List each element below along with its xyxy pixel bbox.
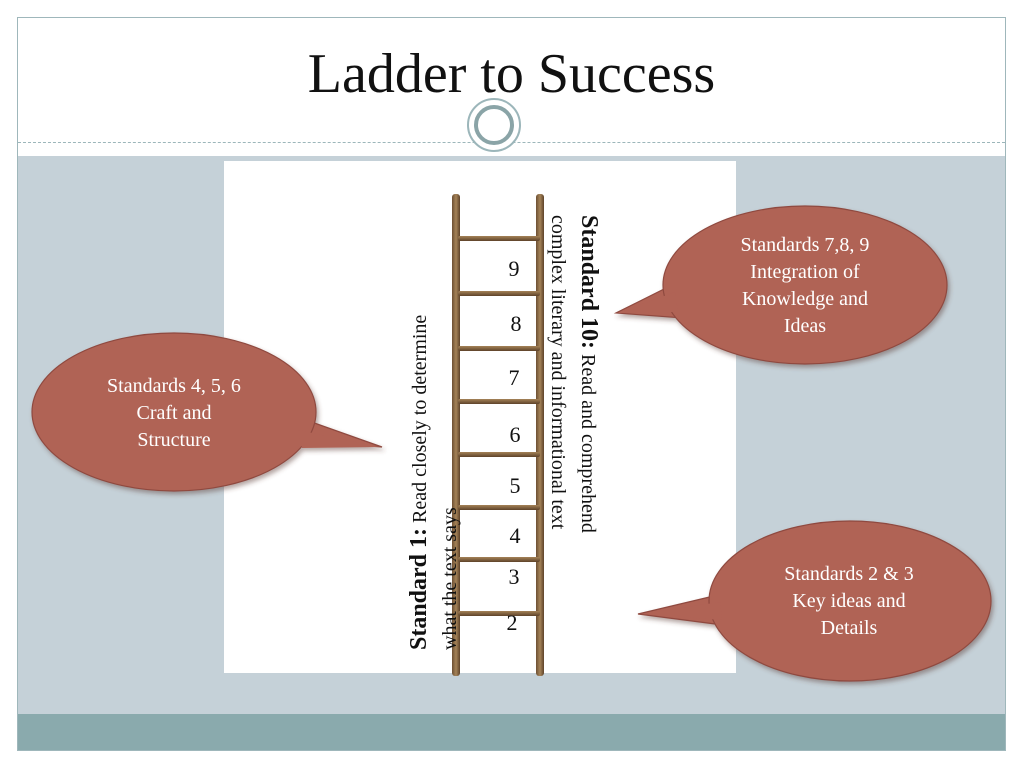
rung-number: 4 (509, 523, 521, 548)
callout-left-text: Standards 4, 5, 6 Craft and Structure (107, 375, 241, 451)
footer-band (18, 714, 1005, 750)
divider-band (18, 144, 1005, 156)
ladder-rung (458, 346, 540, 351)
ladder-rung (458, 291, 540, 296)
rung-number: 8 (510, 311, 522, 336)
callout-top-right-bubble (613, 205, 948, 365)
rung-number: 3 (508, 564, 520, 589)
ladder-rung (458, 452, 540, 457)
rung-number: 9 (508, 256, 520, 281)
callout-top-right-text: Standards 7,8, 9 Integration of Knowledg… (740, 234, 870, 337)
ladder-rung (458, 557, 540, 562)
rung-number: 6 (509, 422, 521, 447)
ladder-rail-left (452, 194, 460, 676)
ladder-rung (458, 611, 540, 616)
ladder-rung (458, 505, 540, 510)
rung-number: 2 (506, 610, 518, 635)
divider-circle-inner (474, 105, 514, 145)
rung-number: 7 (508, 365, 520, 390)
rung-number: 5 (509, 473, 521, 498)
callout-left-bubble (31, 332, 383, 492)
slide-title: Ladder to Success (307, 43, 716, 105)
ladder-rail-right (536, 194, 544, 676)
ladder-rung (458, 399, 540, 404)
callout-bottom-right-text: Standards 2 & 3 Key ideas and Details (784, 563, 914, 639)
ladder-rung (458, 236, 540, 241)
callout-bottom-right-bubble (637, 520, 992, 682)
